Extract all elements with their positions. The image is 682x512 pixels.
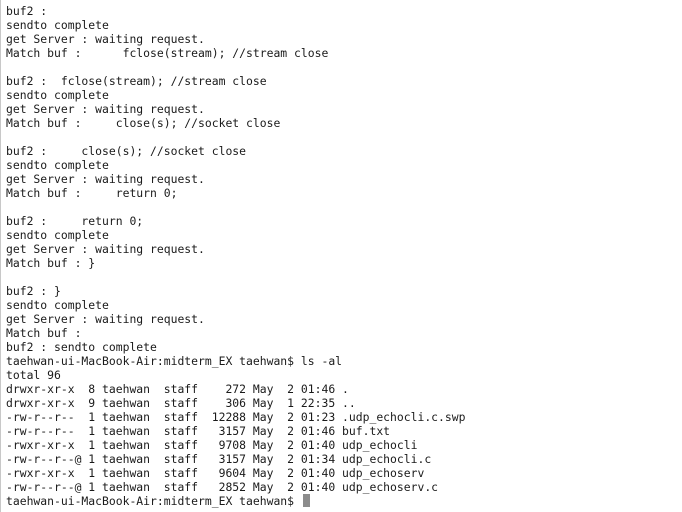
terminal-line: buf2 : (6, 4, 48, 18)
terminal-line (6, 130, 676, 144)
terminal-line: -rw-r--r-- 1 taehwan staff 3157 May 2 01… (6, 424, 391, 438)
terminal-line: get Server : waiting request. (6, 32, 205, 46)
text-cursor (302, 494, 310, 507)
terminal-line: get Server : waiting request. (6, 312, 205, 326)
terminal-line: sendto complete (6, 18, 109, 32)
terminal-line (6, 200, 676, 214)
terminal-line: Match buf : (6, 326, 82, 340)
terminal-line: sendto complete (6, 228, 109, 242)
terminal-line: sendto complete (6, 298, 109, 312)
terminal-line: sendto complete (6, 88, 109, 102)
terminal-line: buf2 : return 0; (6, 214, 144, 228)
terminal-line: drwxr-xr-x 9 taehwan staff 306 May 1 22:… (6, 396, 356, 410)
terminal-line: get Server : waiting request. (6, 102, 205, 116)
shell-prompt: taehwan-ui-MacBook-Air:midterm_EX taehwa… (6, 494, 301, 508)
terminal-line: buf2 : } (6, 284, 61, 298)
terminal-line: -rw-r--r--@ 1 taehwan staff 3157 May 2 0… (6, 452, 432, 466)
terminal-line (6, 270, 676, 284)
terminal-line: -rw-r--r--@ 1 taehwan staff 2852 May 2 0… (6, 480, 439, 494)
terminal-line (6, 60, 676, 74)
terminal-line: buf2 : fclose(stream); //stream close (6, 74, 267, 88)
terminal-line: Match buf : return 0; (6, 186, 178, 200)
terminal-line: buf2 : sendto complete (6, 340, 157, 354)
terminal-line: -rw-r--r-- 1 taehwan staff 12288 May 2 0… (6, 410, 466, 424)
terminal-line: -rwxr-xr-x 1 taehwan staff 9708 May 2 01… (6, 438, 418, 452)
terminal-line: Match buf : fclose(stream); //stream clo… (6, 46, 329, 60)
prompt-line[interactable]: taehwan-ui-MacBook-Air:midterm_EX taehwa… (6, 494, 676, 508)
terminal-line: -rwxr-xr-x 1 taehwan staff 9604 May 2 01… (6, 466, 425, 480)
terminal-line: buf2 : close(s); //socket close (6, 144, 247, 158)
terminal-line: sendto complete (6, 158, 109, 172)
terminal-line: total 96 (6, 368, 61, 382)
terminal-line: drwxr-xr-x 8 taehwan staff 272 May 2 01:… (6, 382, 349, 396)
terminal-line: Match buf : } (6, 256, 96, 270)
terminal-line: get Server : waiting request. (6, 242, 205, 256)
window-left-border (0, 0, 1, 512)
terminal-line: Match buf : close(s); //socket close (6, 116, 281, 130)
terminal-line: get Server : waiting request. (6, 172, 205, 186)
terminal-line: taehwan-ui-MacBook-Air:midterm_EX taehwa… (6, 354, 343, 368)
